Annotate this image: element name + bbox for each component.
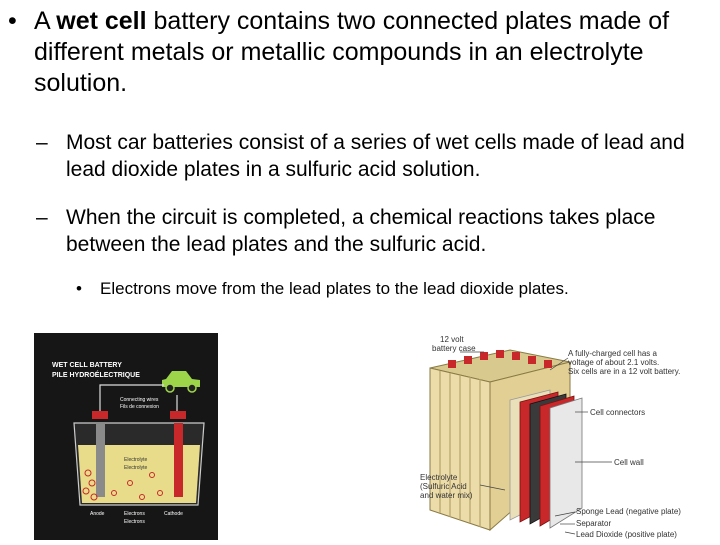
wet-cell-illustration: WET CELL BATTERY PILE HYDROÉLECTRIQUE Co… <box>52 362 205 525</box>
cathode-plate <box>174 423 183 497</box>
separator-label: Separator <box>576 519 611 528</box>
sponge-lead-label: Sponge Lead (negative plate) <box>576 507 681 516</box>
cell-walls <box>439 371 481 527</box>
dash-mark: – <box>36 206 48 229</box>
cell-connectors <box>448 350 552 368</box>
electrolyte-label-1: Electrolyte <box>124 457 148 463</box>
electrolyte-label-1: Electrolyte <box>420 473 458 482</box>
cell-connectors-label: Cell connectors <box>590 408 645 417</box>
cathode-label: Cathode <box>164 511 183 517</box>
charged-label-3: Six cells are in a 12 volt battery. <box>568 367 680 376</box>
case-label-1: 12 volt <box>440 335 464 344</box>
anode-plate <box>96 423 105 497</box>
car-icon <box>162 371 200 393</box>
battery-cutaway-diagram: 12 volt battery case A fully-charged cel… <box>400 330 712 540</box>
electron-bubbles <box>82 469 163 501</box>
terminal-negative <box>92 411 108 419</box>
anode-label: Anode <box>90 511 105 517</box>
electrons-label-2: Electrons <box>124 519 145 525</box>
subsub-bullet-text: Electrons move from the lead plates to t… <box>100 279 569 298</box>
battery-cutaway-illustration: 12 volt battery case A fully-charged cel… <box>420 335 681 539</box>
sub-bullet-text: When the circuit is completed, a chemica… <box>66 206 656 256</box>
sub-bullet-car-batteries: – Most car batteries consist of a series… <box>36 129 716 183</box>
electrolyte-fill <box>78 445 200 503</box>
wires-label-en: Connecting wires <box>120 397 159 403</box>
electrolyte-label-2: Electrolyte <box>124 465 148 471</box>
cell-wall-label: Cell wall <box>614 458 644 467</box>
wet-cell-diagram: WET CELL BATTERY PILE HYDROÉLECTRIQUE Co… <box>34 333 218 540</box>
bullet-text-post: battery contains two connected plates ma… <box>34 7 670 97</box>
charged-label-2: voltage of about 2.1 volts. <box>568 358 659 367</box>
electrolyte-label-2: (Sulfuric Acid <box>420 482 467 491</box>
charged-label-1: A fully-charged cell has a <box>568 349 657 358</box>
case-label-2: battery case <box>432 344 476 353</box>
bullet-mark: • <box>8 7 17 35</box>
lead-dioxide-label: Lead Dioxide (positive plate) <box>576 530 677 539</box>
wire-left <box>99 384 164 413</box>
terminal-positive <box>170 411 186 419</box>
bullet-text-pre: A <box>34 7 57 35</box>
subsub-bullet-electrons: • Electrons move from the lead plates to… <box>76 278 716 300</box>
bullet-text-bold: wet cell <box>56 7 147 35</box>
bullet-wet-cell: • A wet cell battery contains two connec… <box>8 6 708 99</box>
wires-label-fr: Fils de connexion <box>120 404 159 410</box>
diagram-title-fr: PILE HYDROÉLECTRIQUE <box>52 370 140 379</box>
leader-lines <box>460 351 612 535</box>
electrolyte-label-3: and water mix) <box>420 491 473 500</box>
exploded-plates <box>509 389 583 529</box>
electrons-label-1: Electrons <box>124 511 145 517</box>
bullet-mark: • <box>76 279 82 298</box>
dash-mark: – <box>36 131 48 154</box>
sub-bullet-circuit: – When the circuit is completed, a chemi… <box>36 204 716 258</box>
sub-bullet-text: Most car batteries consist of a series o… <box>66 131 685 181</box>
diagram-title-en: WET CELL BATTERY <box>52 362 122 369</box>
